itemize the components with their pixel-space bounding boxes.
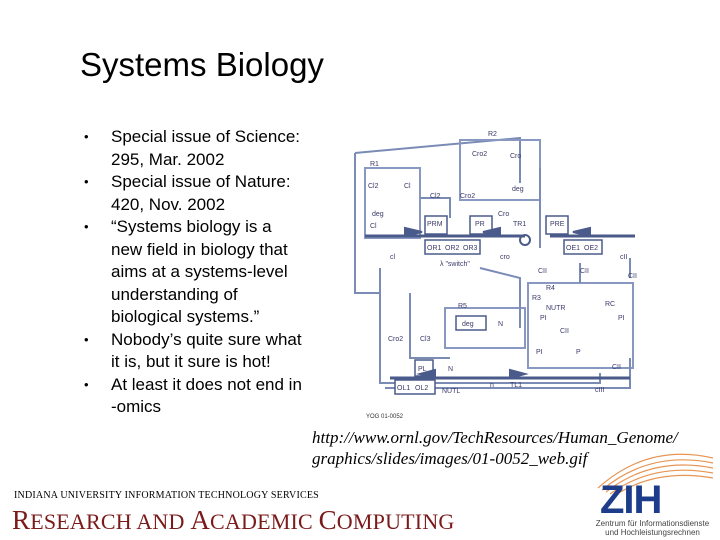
label-n-b: N [448,366,453,373]
label-deg-3: deg [462,321,474,328]
label-or1: OR1 [427,245,442,252]
label-cii-b: CII [580,268,589,275]
label-cii-e: CII [612,364,621,371]
footer-department: RESEARCH AND ACADEMIC COMPUTING [12,505,455,535]
label-cro-gene: cro [500,254,510,261]
source-url-line1: http://www.ornl.gov/TechResources/Human_… [312,428,678,447]
label-ciii-gene: cIII [595,387,604,394]
label-deg-2: deg [372,211,384,218]
source-url-line2: graphics/slides/images/01-0052_web.gif [312,449,588,468]
label-cro-b: Cro [498,211,509,218]
zih-subtitle-1: Zentrum für Informationsdienste [595,519,710,528]
bullet-text: At least it does not end in -omics [111,374,302,417]
label-nut-r: NUTR [546,305,565,312]
label-pre: PRE [550,221,565,228]
zih-logo-icon [597,453,714,497]
label-pi-b: PI [618,315,625,322]
bullet-marker: • [84,129,89,144]
zih-subtitle-2: und Hochleistungsrechnen [605,528,700,537]
slide-title: Systems Biology [80,46,324,83]
label-pr: PR [475,221,485,228]
bullet-text: Special issue of Nature: 420, Nov. 2002 [111,172,291,214]
label-cii-c: CII [628,273,637,280]
label-p: P [576,349,581,356]
label-deg: deg [512,186,524,193]
label-n: N [498,321,503,328]
bullet-text: “Systems biology is a new field in biolo… [111,217,288,326]
bullet-marker: • [84,174,89,189]
label-cro: Cro [510,153,521,160]
bullet-marker: • [84,331,89,347]
label-cii-d: CII [560,328,569,335]
label-or2: OR2 [445,245,460,252]
bullet-item: • Special issue of Science: 295, Mar. 200… [84,126,304,171]
bullet-list: • Special issue of Science: 295, Mar. 200… [84,126,304,419]
source-url[interactable]: http://www.ornl.gov/TechResources/Human_… [312,427,678,469]
label-nut-l: NUTL [442,388,460,395]
label-cl: Cl [404,183,411,190]
label-r1: R1 [370,161,379,168]
diagram-caption: YOG 01-0052 [366,414,404,420]
label-ol1: OL1 [397,385,410,392]
bullet-marker: • [84,219,89,234]
label-cro2-b: Cro2 [460,193,475,200]
zih-logo-text: ZIH [600,478,662,522]
bullet-marker: • [84,376,89,392]
bullet-item: • At least it does not end in -omics [84,374,304,419]
label-cro2: Cro2 [472,151,487,158]
label-switch: λ "switch" [440,261,470,268]
label-ol2: OL2 [415,385,428,392]
label-cii-a: CII [538,268,547,275]
label-cl-b: Cl [370,223,377,230]
lambda-switch-diagram: R2 R1 Cro2 Cro deg Cl2 Cl Cl2 Cro2 deg C… [354,131,637,395]
label-n-gene: n [490,382,494,389]
label-prm: PRM [427,221,443,228]
label-cl3: Cl3 [420,336,431,343]
label-cro2-c: Cro2 [388,336,403,343]
label-pi-c: PI [536,349,543,356]
bullet-item: • Special issue of Nature: 420, Nov. 2002 [84,171,304,216]
bullet-text: Special issue of Science: 295, Mar. 2002 [111,127,300,169]
label-cl2-b: Cl2 [430,193,441,200]
label-pl: PL [418,366,427,373]
label-r3: R3 [532,295,541,302]
label-rc: RC [605,301,615,308]
footer-institution: INDIANA UNIVERSITY INFORMATION TECHNOLOG… [14,490,319,501]
label-r2: R2 [488,131,497,138]
label-cl2: Cl2 [368,183,379,190]
label-cii-gene: cII [620,254,627,261]
label-cl-gene: cl [390,254,396,261]
label-oe1: OE1 [566,245,580,252]
label-oe2: OE2 [584,245,598,252]
label-tl1: TL1 [510,382,522,389]
label-r5: R5 [458,303,467,310]
label-tr1: TR1 [513,221,526,228]
label-r4: R4 [546,285,555,292]
label-or3: OR3 [463,245,478,252]
bullet-item: • “Systems biology is a new field in biol… [84,216,304,329]
bullet-text: Nobody’s quite sure what it is, but it s… [111,329,302,372]
label-pi-a: PI [540,315,547,322]
bullet-item: • Nobody’s quite sure what it is, but it … [84,329,304,374]
